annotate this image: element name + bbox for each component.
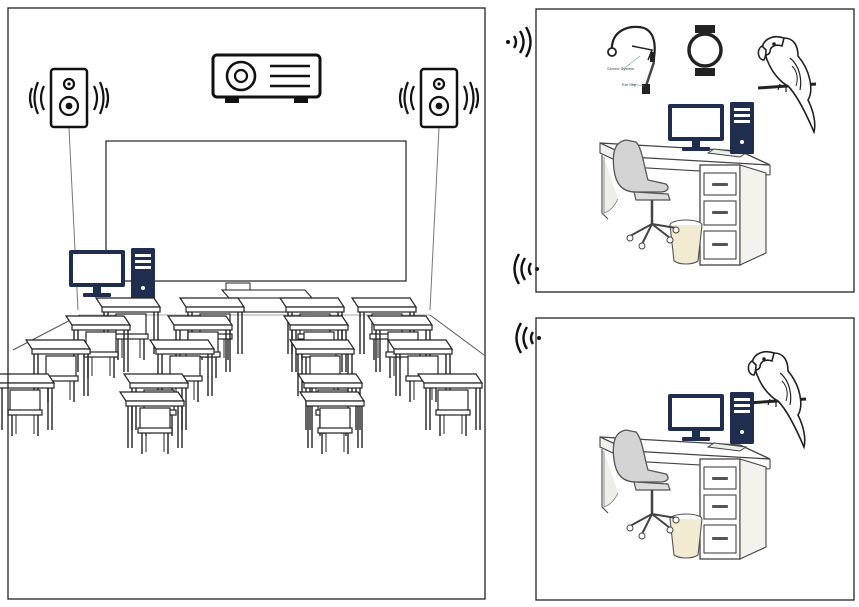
computer-icon xyxy=(69,248,155,300)
projector-icon xyxy=(211,53,322,103)
office-scene-top: Sensor System Ear Clip xyxy=(599,25,818,266)
student-desk xyxy=(417,373,483,437)
office-panel-top xyxy=(535,8,855,293)
projection-screen xyxy=(105,140,407,282)
classroom-panel xyxy=(7,7,486,600)
office-scene-bottom xyxy=(599,350,808,560)
speaker-icon xyxy=(398,67,480,129)
wireless-signal-icon xyxy=(504,25,532,59)
headset-label-sensor: Sensor System xyxy=(607,66,635,71)
speaker-icon xyxy=(28,67,110,129)
computer-icon xyxy=(668,102,754,154)
wireless-signal-icon xyxy=(513,252,541,286)
parrot-icon xyxy=(756,35,818,134)
student-desk xyxy=(119,391,185,455)
parrot-icon xyxy=(746,350,808,449)
speaker-wire xyxy=(429,127,440,311)
wireless-signal-icon xyxy=(515,321,543,355)
student-desks xyxy=(0,297,483,455)
computer-icon xyxy=(668,392,754,444)
headset-icon: Sensor System Ear Clip xyxy=(607,25,656,94)
floor-edge xyxy=(429,314,485,356)
headset-label-earclip: Ear Clip xyxy=(622,82,637,87)
classroom-scene xyxy=(0,53,485,455)
office-panel-bottom xyxy=(535,317,855,601)
smartwatch-icon xyxy=(687,25,723,76)
